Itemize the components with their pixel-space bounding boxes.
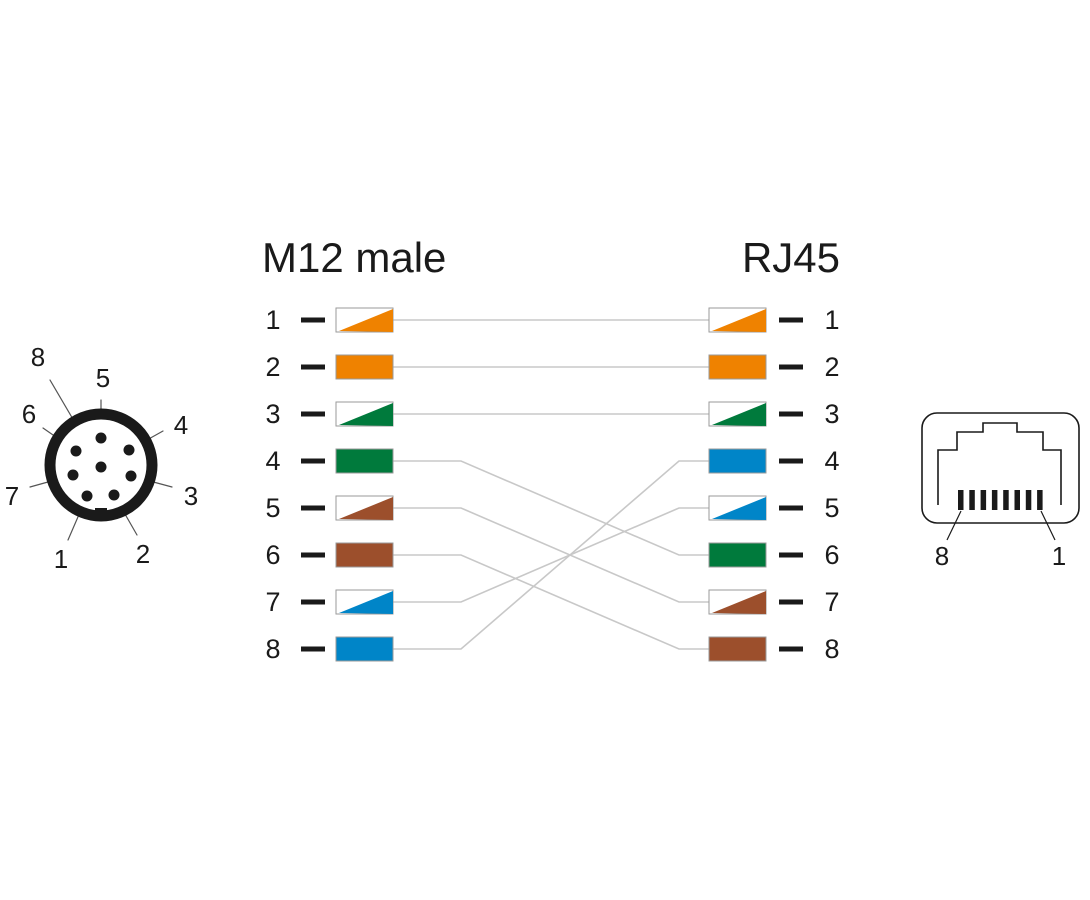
rj45-pin-6-color-block bbox=[708, 542, 767, 568]
rj45-socket-body bbox=[921, 412, 1080, 524]
m12-pin-label: 1 bbox=[265, 305, 280, 335]
rj45-contact bbox=[1003, 490, 1009, 510]
m12-pin-dash bbox=[301, 411, 325, 417]
rj45-socket-label-8: 8 bbox=[935, 541, 949, 571]
rj45-pin-label: 7 bbox=[824, 587, 839, 617]
rj45-contact bbox=[969, 490, 975, 510]
m12-pin-label: 5 bbox=[265, 493, 280, 523]
rj45-pin-2-color-block bbox=[708, 354, 767, 380]
rj45-socket: 8 1 bbox=[921, 412, 1080, 571]
m12-face-pin-6 bbox=[70, 445, 82, 457]
rj45-contact bbox=[1037, 490, 1043, 510]
wires bbox=[393, 319, 709, 650]
m12-pin-dash bbox=[301, 505, 325, 511]
m12-pin-3-color-block bbox=[335, 401, 394, 427]
rj45-pin-dash bbox=[779, 552, 803, 558]
m12-pin-label: 8 bbox=[265, 634, 280, 664]
m12-pin-dash bbox=[301, 458, 325, 464]
rj45-pin-dash bbox=[779, 599, 803, 605]
m12-face-label-7: 7 bbox=[5, 481, 19, 511]
rj45-pin-5-color-block bbox=[708, 495, 767, 521]
m12-pin-dash bbox=[301, 599, 325, 605]
m12-pin-dash bbox=[301, 552, 325, 558]
m12-face-label-4: 4 bbox=[174, 410, 188, 440]
m12-pin-6-color-block bbox=[335, 542, 394, 568]
rj45-contact bbox=[1025, 490, 1032, 510]
m12-face-label-5: 5 bbox=[96, 363, 110, 393]
m12-pin-2-color-block bbox=[335, 354, 394, 380]
rj45-pin-label: 2 bbox=[824, 352, 839, 382]
m12-pin-7-color-block bbox=[335, 589, 394, 615]
m12-pin-label: 2 bbox=[265, 352, 280, 382]
rj45-pin-dash bbox=[779, 317, 803, 323]
m12-pin-dash bbox=[301, 317, 325, 323]
rj45-pin-label: 4 bbox=[824, 446, 839, 476]
rj45-pin-3-color-block bbox=[708, 401, 767, 427]
m12-face-pin-1 bbox=[81, 490, 93, 502]
m12-pin-dash bbox=[301, 364, 325, 370]
rj45-pin-1-color-block bbox=[708, 307, 767, 333]
m12-pin-5-color-block bbox=[335, 495, 394, 521]
m12-face-pin-8 bbox=[95, 461, 107, 473]
rj45-pin-label: 8 bbox=[824, 634, 839, 664]
m12-face-label-2: 2 bbox=[136, 539, 150, 569]
m12-connector-face: 1 2 3 4 5 6 7 8 bbox=[5, 342, 198, 574]
m12-face-pin-7 bbox=[67, 469, 79, 481]
rj45-contact bbox=[1014, 490, 1020, 510]
rj45-socket-opening bbox=[937, 422, 1062, 505]
wire-6-to-8 bbox=[393, 554, 709, 650]
m12-pin-label: 7 bbox=[265, 587, 280, 617]
rj45-title: RJ45 bbox=[742, 234, 840, 281]
m12-face-label-6: 6 bbox=[22, 399, 36, 429]
m12-face-pin-4 bbox=[123, 444, 135, 456]
rj45-pin-7-color-block bbox=[708, 589, 767, 615]
m12-pin-label: 3 bbox=[265, 399, 280, 429]
rj45-pin-dash bbox=[779, 458, 803, 464]
m12-pin-8-color-block bbox=[335, 636, 394, 662]
wire-8-to-4 bbox=[393, 460, 709, 650]
m12-pin-label: 6 bbox=[265, 540, 280, 570]
m12-face-label-3: 3 bbox=[184, 481, 198, 511]
m12-pin-label: 4 bbox=[265, 446, 280, 476]
m12-face-pin-2 bbox=[108, 489, 120, 501]
rj45-pin-dash bbox=[779, 411, 803, 417]
rj45-pin-column: 1 2 3 4 5 6 7 8 bbox=[708, 305, 840, 664]
rj45-pin-label: 3 bbox=[824, 399, 839, 429]
rj45-pin-8-color-block bbox=[708, 636, 767, 662]
wire-4-to-6 bbox=[393, 460, 709, 556]
rj45-contact bbox=[958, 490, 964, 510]
m12-pin-4-color-block bbox=[335, 448, 394, 474]
rj45-pin-dash bbox=[779, 646, 803, 652]
rj45-contact bbox=[980, 490, 987, 510]
rj45-socket-label-1: 1 bbox=[1052, 541, 1066, 571]
rj45-pin-label: 5 bbox=[824, 493, 839, 523]
m12-face-label-1: 1 bbox=[54, 544, 68, 574]
m12-title: M12 male bbox=[262, 234, 446, 281]
m12-pin-1-color-block bbox=[335, 307, 394, 333]
m12-pin-dash bbox=[301, 646, 325, 652]
rj45-pin-label: 6 bbox=[824, 540, 839, 570]
rj45-pin-label: 1 bbox=[824, 305, 839, 335]
rj45-pin-dash bbox=[779, 364, 803, 370]
m12-face-label-8: 8 bbox=[31, 342, 45, 372]
m12-coding-key bbox=[95, 508, 107, 518]
m12-face-pin-5 bbox=[95, 432, 107, 444]
m12-face-pin-3 bbox=[125, 470, 137, 482]
rj45-pin-dash bbox=[779, 505, 803, 511]
rj45-pin-4-color-block bbox=[708, 448, 767, 474]
rj45-contact bbox=[991, 490, 998, 510]
m12-pin-column: 1 2 3 4 5 6 7 8 bbox=[265, 305, 394, 664]
